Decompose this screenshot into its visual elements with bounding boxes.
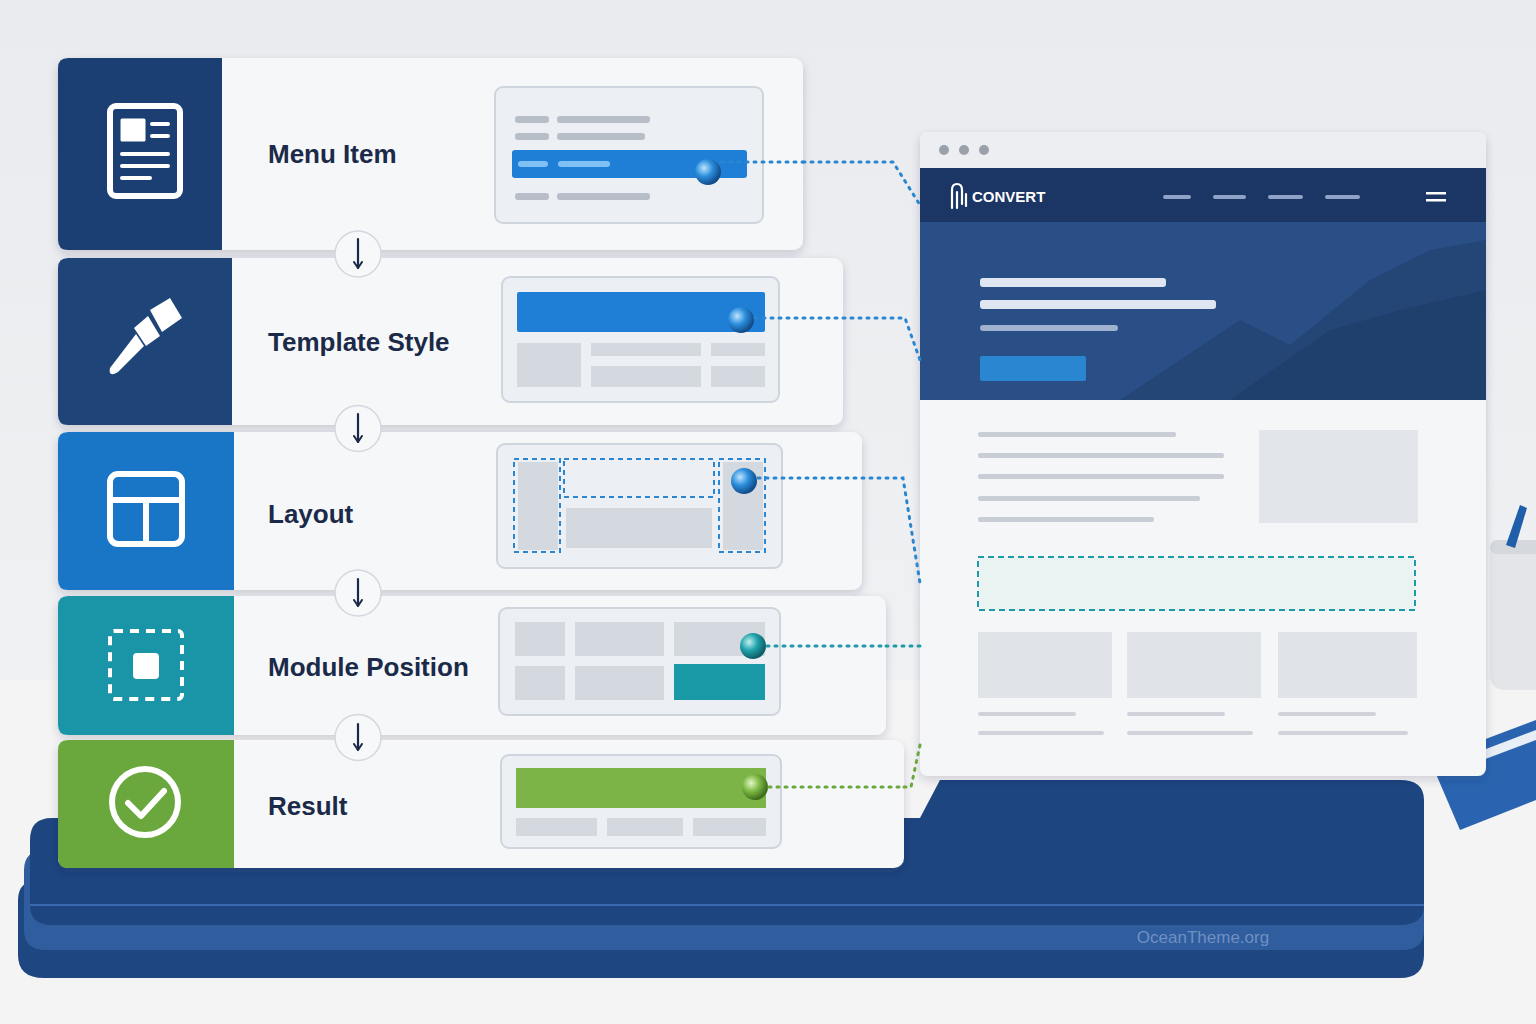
step-label: Module Position xyxy=(268,652,469,683)
dotted-leader xyxy=(803,162,920,205)
arrow-badge xyxy=(335,406,381,452)
arrow-line xyxy=(357,579,359,606)
connector xyxy=(862,478,920,583)
dotted-leader xyxy=(862,478,920,583)
step-card: Result xyxy=(58,740,904,868)
step-card: Layout xyxy=(58,432,862,590)
dotted-leader xyxy=(843,318,920,360)
arrow-line xyxy=(357,724,359,750)
browser-window: CONVERT xyxy=(920,132,1486,776)
connector xyxy=(904,745,920,787)
step-card: Template Style xyxy=(58,258,843,425)
connector xyxy=(335,570,381,616)
arrow-badge xyxy=(335,570,381,616)
arrow-badge xyxy=(335,715,381,761)
connector xyxy=(335,231,381,277)
step-label: Menu Item xyxy=(268,139,397,170)
dotted-leader xyxy=(886,645,920,648)
logo-text: CONVERT xyxy=(972,188,1045,206)
step-label: Result xyxy=(268,791,347,822)
step-label: Layout xyxy=(268,499,353,530)
dotted-leader xyxy=(904,745,920,787)
connector xyxy=(843,318,920,360)
watermark: OceanTheme.org xyxy=(1137,928,1269,948)
connector xyxy=(886,646,920,647)
step-label: Template Style xyxy=(268,327,450,358)
arrow-line xyxy=(357,239,359,268)
connector xyxy=(335,715,381,761)
step-card: Menu Item xyxy=(58,58,803,250)
arrow-badge xyxy=(335,231,381,277)
connector xyxy=(803,162,920,205)
step-card: Module Position xyxy=(58,596,886,735)
arrow-line xyxy=(357,414,359,442)
connector xyxy=(335,406,381,452)
